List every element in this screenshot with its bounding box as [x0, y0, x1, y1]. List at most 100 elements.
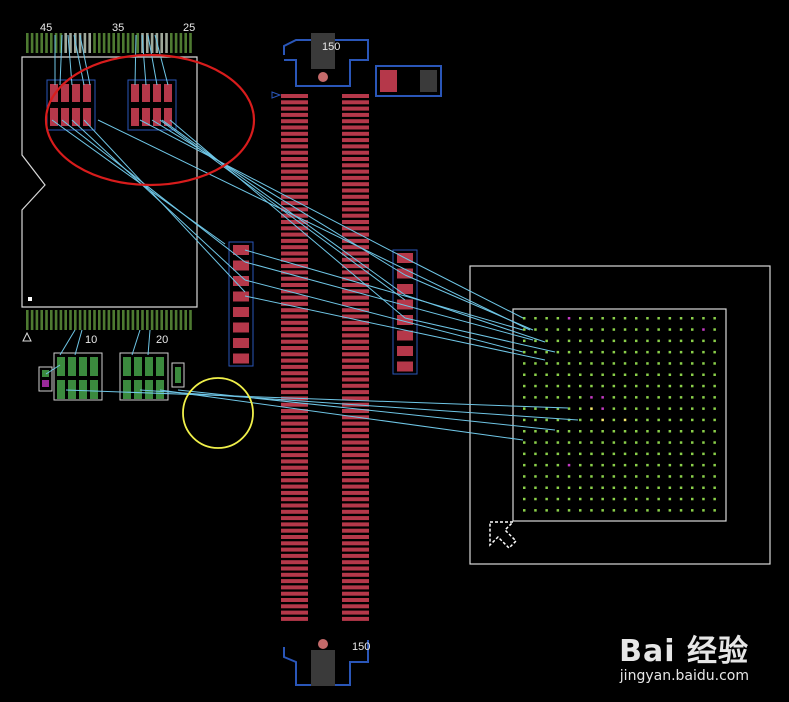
- slot-pin: [281, 245, 308, 250]
- bga-ball: [590, 430, 593, 433]
- bga-ball: [623, 339, 627, 343]
- slot-pin: [281, 547, 308, 552]
- slot-pin: [342, 610, 369, 615]
- slot-pin: [281, 572, 308, 577]
- edge-pin: [189, 310, 192, 330]
- bga-ball: [646, 373, 649, 376]
- edge-pin: [179, 310, 183, 330]
- edge-pin: [102, 33, 106, 53]
- bga-ball: [601, 463, 604, 467]
- bga-ball: [612, 350, 616, 354]
- bga-ball: [601, 384, 604, 388]
- ratsnest-lines: [45, 34, 579, 441]
- bga-ball: [601, 339, 604, 343]
- bga-ball: [702, 430, 705, 433]
- bga-ball: [545, 328, 548, 331]
- bga-ball: [579, 373, 582, 376]
- slot-pin: [281, 427, 308, 432]
- ratsnest-line: [154, 34, 169, 86]
- pad: [57, 380, 65, 399]
- bga-ball: [612, 486, 616, 489]
- bga-ball: [635, 317, 638, 320]
- slot-pin: [342, 213, 369, 218]
- slot-pin: [342, 383, 369, 388]
- bga-ball: [523, 407, 526, 410]
- bga-ball: [534, 497, 537, 501]
- slot-pin: [342, 472, 369, 476]
- slot-pin: [342, 547, 369, 552]
- bga-ball: [590, 350, 593, 354]
- slot-pin: [342, 453, 369, 458]
- bga-ball: [567, 373, 571, 376]
- bga-ball: [523, 452, 526, 456]
- connector-outline: [21, 56, 198, 308]
- bga-ball: [657, 418, 660, 422]
- slot-pin: [281, 598, 308, 602]
- bga-ball: [668, 463, 672, 467]
- bga-ball: [657, 452, 660, 456]
- bga-ball: [612, 362, 616, 365]
- edge-pin: [174, 33, 178, 53]
- ratsnest-line: [97, 119, 531, 331]
- pad: [233, 338, 249, 348]
- pad: [123, 380, 131, 399]
- bga-ball: [702, 317, 705, 320]
- bga-ball: [556, 509, 560, 512]
- pin-label-25: 25: [183, 22, 195, 34]
- slot-pin: [281, 503, 308, 508]
- bga-ball: [646, 441, 649, 444]
- slot-pin: [342, 490, 369, 495]
- bga-ball: [534, 339, 537, 343]
- slot-pin: [281, 604, 308, 609]
- bga-ball: [556, 396, 560, 399]
- slot-pin: [342, 396, 369, 401]
- ratsnest-line: [159, 389, 524, 441]
- bga-ball: [668, 384, 672, 388]
- bga-ball: [668, 497, 672, 501]
- bga-ball: [556, 497, 560, 501]
- bga-ball: [567, 486, 571, 489]
- bga-ball: [646, 362, 649, 365]
- bga-ball: [679, 328, 683, 331]
- slot-pin: [342, 163, 369, 168]
- pad: [131, 84, 139, 102]
- bga-ball: [590, 317, 593, 320]
- edge-pin: [155, 310, 159, 330]
- cursor-arrow-icon: [489, 521, 518, 550]
- bga-ball: [523, 328, 526, 331]
- pad: [397, 330, 413, 341]
- slot-pin: [342, 238, 369, 243]
- ratsnest-line: [404, 294, 546, 343]
- pin-label-20: 20: [156, 334, 168, 346]
- slot-pin: [342, 232, 369, 237]
- pad: [68, 380, 76, 399]
- bga-ball: [590, 463, 593, 467]
- pad: [397, 299, 413, 310]
- slot-pin: [281, 585, 308, 590]
- bga-ball: [556, 339, 560, 343]
- slot-pin: [342, 579, 369, 584]
- bga-ball: [679, 407, 683, 410]
- edge-pin: [88, 310, 91, 330]
- ratsnest-line: [83, 119, 246, 293]
- slot-pin: [342, 604, 369, 609]
- bga-ball: [679, 317, 683, 320]
- slot-pin: [342, 528, 369, 533]
- bga-ball: [545, 452, 548, 456]
- bga-ball: [679, 396, 683, 399]
- edge-pin: [184, 33, 187, 53]
- edge-pin: [107, 33, 111, 53]
- pad: [153, 84, 161, 102]
- dimm-slot: 150 150: [271, 33, 370, 686]
- slot-pin: [281, 207, 308, 212]
- bga-ball: [713, 396, 716, 399]
- bga-ball: [567, 328, 571, 331]
- bga-ball: [556, 362, 560, 365]
- bga-ball: [601, 362, 604, 365]
- slot-pin: [342, 377, 369, 382]
- slot-pin: [281, 490, 308, 495]
- slot-pin: [342, 503, 369, 508]
- bga-ball: [691, 317, 694, 320]
- slot-pin: [281, 112, 308, 117]
- yellow-highlight-circle: [182, 377, 254, 449]
